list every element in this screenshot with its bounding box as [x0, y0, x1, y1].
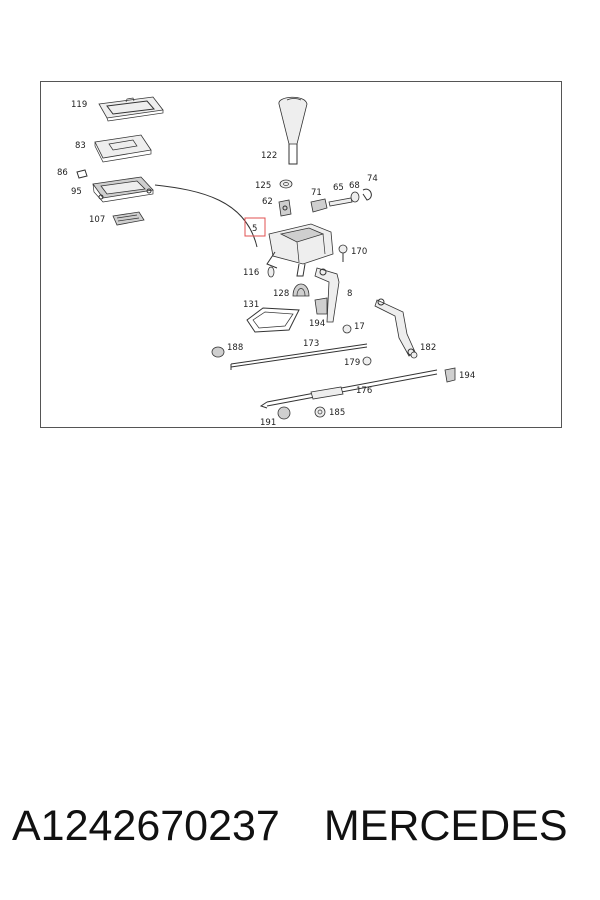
callout-17: 17 [354, 322, 365, 332]
callout-182: 182 [420, 343, 436, 353]
part-194-bracket-upper[interactable] [314, 297, 328, 315]
callout-116: 116 [243, 268, 259, 278]
part-5-selector-housing[interactable] [266, 223, 334, 277]
part-191-bushing[interactable] [277, 406, 291, 420]
parts-diagram: 119 83 86 95 107 122 125 [40, 81, 562, 428]
part-number: A1242670237 [12, 802, 280, 850]
callout-95: 95 [71, 187, 82, 197]
part-194-bracket-lower[interactable] [444, 367, 456, 383]
callout-194-upper: 194 [309, 319, 325, 329]
part-131-seal[interactable] [246, 307, 300, 333]
part-185-nut[interactable] [314, 406, 326, 418]
part-65-pin[interactable] [328, 197, 353, 207]
callout-188: 188 [227, 343, 243, 353]
part-83-cover[interactable] [94, 134, 152, 163]
callout-131: 131 [243, 300, 259, 310]
part-linkage-arm[interactable] [374, 298, 416, 357]
part-17-bushing[interactable] [342, 324, 352, 334]
callout-185: 185 [329, 408, 345, 418]
part-68-washer[interactable] [350, 191, 360, 203]
part-8-lever[interactable] [314, 267, 340, 323]
part-74-clip[interactable] [362, 188, 372, 201]
part-62-mount[interactable] [278, 199, 292, 217]
part-170-bolt[interactable] [338, 244, 348, 262]
callout-5: 5 [252, 224, 257, 234]
callout-122: 122 [261, 151, 277, 161]
callout-62: 62 [262, 197, 273, 207]
part-71-bracket[interactable] [310, 198, 328, 213]
callout-179: 179 [344, 358, 360, 368]
part-116-screw[interactable] [267, 266, 275, 278]
callout-65: 65 [333, 183, 344, 193]
callout-170: 170 [351, 247, 367, 257]
part-125-bushing[interactable] [279, 179, 293, 189]
part-119-bezel[interactable] [98, 96, 164, 122]
part-107-pad[interactable] [112, 211, 145, 226]
product-caption: A1242670237 MERCEDES [12, 802, 592, 862]
part-86-clip[interactable] [76, 169, 88, 179]
callout-71: 71 [311, 188, 322, 198]
part-128-damper[interactable] [292, 283, 310, 297]
part-176-shift-rod[interactable] [259, 369, 438, 409]
callout-176: 176 [356, 386, 372, 396]
callout-191: 191 [260, 418, 276, 428]
callout-125: 125 [255, 181, 271, 191]
callout-119: 119 [71, 100, 87, 110]
callout-128: 128 [273, 289, 289, 299]
part-95-gate-frame[interactable] [92, 176, 154, 203]
part-173-rod[interactable] [230, 343, 368, 370]
callout-74: 74 [367, 174, 378, 184]
callout-83: 83 [75, 141, 86, 151]
callout-194-lower: 194 [459, 371, 475, 381]
highlight-box [244, 217, 266, 237]
part-122-shift-knob[interactable] [278, 96, 308, 165]
part-179-nut[interactable] [362, 356, 372, 366]
callout-68: 68 [349, 181, 360, 191]
cable-line [154, 184, 258, 248]
callout-173: 173 [303, 339, 319, 349]
brand-name: MERCEDES [323, 802, 568, 850]
callout-107: 107 [89, 215, 105, 225]
part-182-link-end[interactable] [410, 351, 418, 359]
callout-86: 86 [57, 168, 68, 178]
callout-8: 8 [347, 289, 352, 299]
part-188-grommet[interactable] [211, 346, 225, 358]
